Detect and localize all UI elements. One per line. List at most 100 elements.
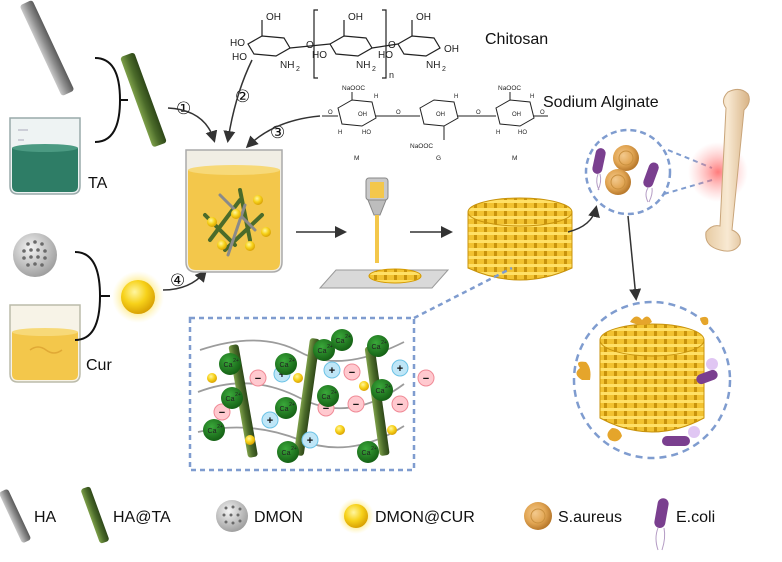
legend-label-s-aureus: S.aureus [558,509,622,526]
arrow-step-2 [223,59,253,143]
svg-text:NaOOC: NaOOC [410,143,433,150]
svg-text:OH: OH [444,44,459,55]
svg-text:+: + [267,415,273,427]
cur-label: Cur [86,357,112,374]
svg-text:2+: 2+ [327,344,333,350]
ha-ta-rod-icon [81,486,109,544]
arrow-to-infection [567,205,600,233]
svg-text:2+: 2+ [235,392,241,398]
legend-label-e-coli: E.coli [676,509,715,526]
svg-text:−: − [423,373,429,385]
legend-item-dmon: DMON [216,500,303,532]
treated-scaffold [599,323,705,433]
svg-text:HO: HO [518,130,527,136]
svg-text:Ca: Ca [282,450,291,457]
svg-text:Ca: Ca [376,388,385,395]
svg-text:OH: OH [266,12,281,23]
arrow-to-treatment [627,215,642,301]
svg-text:H: H [454,94,458,100]
svg-text:+: + [307,435,313,447]
dmon-cur-sphere-icon [112,271,164,323]
svg-text:O: O [328,110,333,116]
svg-text:2+: 2+ [217,424,223,430]
svg-text:G: G [436,155,441,162]
svg-text:−: − [349,367,355,379]
svg-text:NaOOC: NaOOC [342,85,365,92]
legend-item-s-aureus: S.aureus [524,502,622,530]
infection-s-aureus [605,145,639,195]
svg-text:O: O [306,40,314,51]
svg-text:2+: 2+ [291,446,297,452]
svg-text:2+: 2+ [331,390,337,396]
svg-text:NH: NH [426,60,440,71]
step-1-label: ① [176,99,191,118]
chitosan-structure [247,9,441,79]
svg-text:Ca: Ca [226,396,235,403]
printed-scaffold [467,197,573,281]
arrow-step-1 [167,107,218,143]
svg-text:Ca: Ca [372,344,381,351]
sodium-alginate-structure [322,92,548,140]
svg-text:O: O [388,40,396,51]
svg-text:H: H [530,94,534,100]
svg-text:2+: 2+ [233,358,239,364]
svg-text:2+: 2+ [371,446,377,452]
svg-text:M: M [354,155,359,162]
cur-bracket [74,251,110,341]
svg-text:Ca: Ca [208,428,217,435]
svg-text:2: 2 [296,66,300,73]
svg-text:HO: HO [312,50,327,61]
print-bed [318,268,450,289]
ha-ta-rod-icon [120,53,167,147]
svg-text:HO: HO [230,38,245,49]
dmon-cur-sphere-icon [344,504,368,528]
svg-text:OH: OH [436,112,445,118]
svg-text:Ca: Ca [318,348,327,355]
svg-text:−: − [255,373,261,385]
svg-text:OH: OH [358,112,367,118]
svg-text:Ca: Ca [362,450,371,457]
svg-text:+: + [397,363,403,375]
svg-text:H: H [338,130,342,136]
svg-text:Ca: Ca [280,362,289,369]
step-4-label: ④ [170,271,185,290]
network-ca-superscripts: 2+ 2+ 2+ 2+ 2+ 2+ 2+ 2+ 2+ 2+ 2+ 2+ [217,334,391,452]
svg-text:2: 2 [442,66,446,73]
svg-text:NH: NH [280,60,294,71]
sodium-alginate-labels: NaOOC NaOOC NaOOC OH OH OH HO HO O O O O… [328,85,545,162]
legend-label-dmon: DMON [254,509,303,526]
legend-item-dmon-cur: DMON@CUR [338,498,475,534]
svg-text:M: M [512,155,517,162]
svg-text:Ca: Ca [224,362,233,369]
ta-bracket [94,57,128,143]
svg-text:O: O [476,110,481,116]
svg-text:OH: OH [416,12,431,23]
svg-text:−: − [397,399,403,411]
svg-text:2+: 2+ [345,334,351,340]
legend: HA HA@TA DMON DMON@CUR S.aureus [0,486,715,551]
lysed-bacteria [576,316,718,446]
legend-label-dmon-cur: DMON@CUR [375,509,475,526]
legend-item-ha: HA [0,489,57,543]
svg-text:H: H [374,94,378,100]
network-charge-signs: − + + − + − − + − − − + [219,363,429,447]
svg-text:n: n [389,70,394,80]
network-dmon-cur [207,373,397,445]
svg-text:O: O [540,110,545,116]
svg-text:2+: 2+ [381,340,387,346]
dmon-sphere-icon [13,233,57,277]
chitosan-labels: OH OH OH HO HO HO HO OH O O NH 2 NH 2 NH… [230,12,459,80]
legend-item-e-coli: E.coli [654,498,715,551]
mixing-beaker [185,149,283,273]
svg-text:NH: NH [356,60,370,71]
svg-text:−: − [219,407,225,419]
cur-beaker [9,304,81,383]
network-charges [213,359,435,449]
sodium-alginate-label: Sodium Alginate [543,94,659,111]
svg-text:O: O [396,110,401,116]
legend-item-ha-ta: HA@TA [81,486,171,544]
svg-text:HO: HO [378,50,393,61]
zoom-line-right [413,266,513,320]
legend-label-ha-ta: HA@TA [113,509,171,526]
